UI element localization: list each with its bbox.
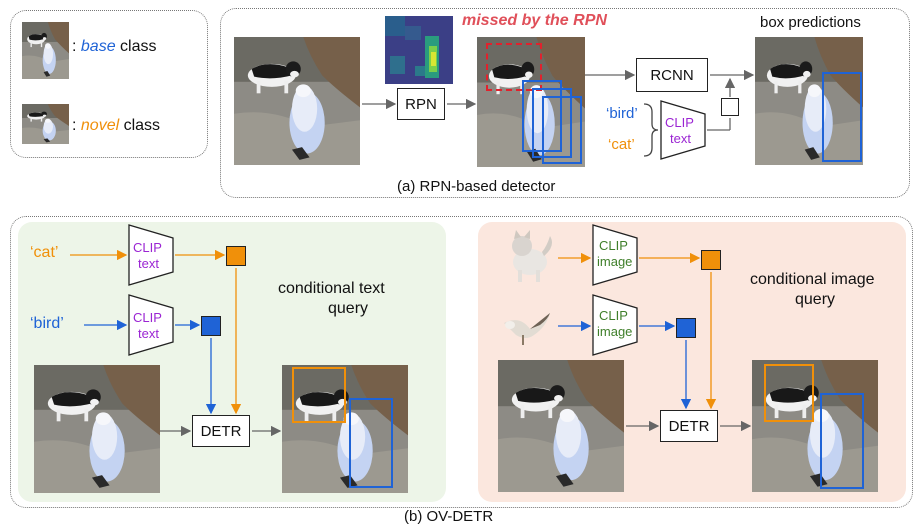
legend-novel-word: novel [80, 117, 120, 134]
ovdetr-panel [10, 216, 913, 508]
proposal-box-2 [532, 88, 572, 158]
text-clip2-line1: CLIP [133, 310, 162, 325]
image-clip-encoder-2 [592, 294, 638, 356]
rpn-output-bird-box [822, 72, 862, 162]
legend-novel-entry: : novel class [72, 117, 160, 135]
rcnn-box: RCNN [636, 58, 708, 92]
rcnn-box-label: RCNN [650, 66, 694, 84]
rpn-clip-text-line2: text [670, 131, 691, 146]
image-detr-label: DETR [668, 417, 710, 435]
text-clip2-line2: text [138, 326, 159, 341]
missed-by-rpn-label: missed by the RPN [462, 12, 607, 29]
image-clip2-line1: CLIP [599, 308, 628, 323]
image-detr-box: DETR [660, 410, 718, 442]
text-bird-query-box [201, 316, 221, 336]
box-predictions-label: box predictions [760, 14, 861, 31]
rpn-panel [220, 8, 910, 198]
text-cat-query-box [226, 246, 246, 266]
text-detr-box: DETR [192, 415, 250, 447]
rpn-bird-label: ‘bird’ [606, 105, 638, 122]
gull-figure [504, 313, 550, 345]
text-cat-label: ‘cat’ [30, 244, 59, 261]
image-output-bird-box [820, 393, 864, 489]
rpn-box: RPN [397, 88, 445, 120]
cat-figure [512, 230, 552, 282]
rpn-cat-label: ‘cat’ [608, 136, 635, 153]
legend-novel-prefix: : [72, 117, 81, 134]
heatmap-image [385, 16, 453, 84]
text-query-title-line1: conditional text [278, 280, 385, 297]
image-cat-query-box [701, 250, 721, 270]
rpn-box-label: RPN [405, 95, 437, 113]
legend-base-prefix: : [72, 38, 81, 55]
text-detr-label: DETR [200, 422, 242, 440]
text-bird-label: ‘bird’ [30, 315, 64, 332]
rpn-caption: (a) RPN-based detector [397, 178, 556, 195]
legend-panel [10, 10, 208, 158]
text-clip1-line2: text [138, 256, 159, 271]
text-detr-input-photo [34, 365, 160, 493]
legend-novel-suffix: class [119, 117, 161, 134]
rpn-clip-text-line1: CLIP [665, 115, 694, 130]
proposal-box-3 [542, 96, 582, 164]
image-clip-encoder-1 [592, 224, 638, 286]
image-clip2-line2: image [597, 324, 633, 339]
rpn-clip-text-encoder [660, 100, 706, 160]
rpn-text-embedding-box [721, 98, 739, 116]
legend-base-suffix: class [115, 38, 157, 55]
image-detr-input-photo [498, 360, 624, 492]
ovdetr-caption: (b) OV-DETR [404, 508, 494, 525]
text-clip-encoder-2 [128, 294, 174, 356]
legend-base-entry: : base class [72, 38, 157, 56]
image-bird-query-box [676, 318, 696, 338]
text-clip1-line1: CLIP [133, 240, 162, 255]
text-query-title-line2: query [328, 300, 369, 317]
image-query-title-line2: query [795, 291, 836, 308]
image-clip1-line1: CLIP [599, 238, 628, 253]
novel-class-thumbnail [22, 104, 69, 144]
legend-base-word: base [80, 38, 116, 55]
image-clip1-line2: image [597, 254, 633, 269]
image-output-cat-box [764, 364, 814, 422]
image-query-title-line1: conditional image [750, 271, 875, 288]
missed-proposal-box [486, 43, 542, 91]
text-clip-encoder-1 [128, 224, 174, 286]
text-output-cat-box [292, 367, 346, 423]
base-class-thumbnail [22, 22, 69, 79]
rpn-input-photo [234, 37, 360, 165]
text-output-bird-box [349, 398, 393, 488]
